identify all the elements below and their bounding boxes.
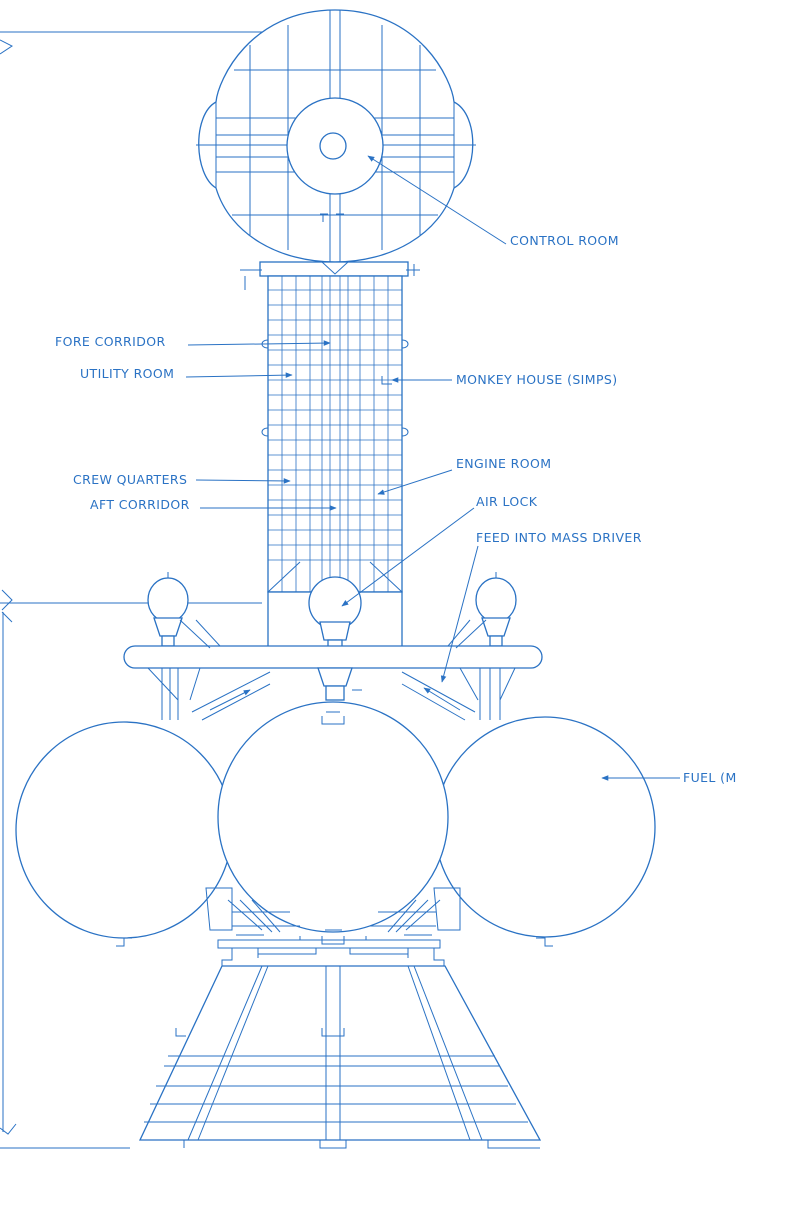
fuel-tanks bbox=[15, 701, 656, 947]
lower-truss bbox=[205, 887, 461, 936]
label-engine-room: ENGINE ROOM bbox=[456, 456, 551, 471]
label-aft-corridor: AFT CORRIDOR bbox=[90, 497, 190, 512]
label-air-lock: AIR LOCK bbox=[476, 494, 538, 509]
trusses bbox=[147, 619, 516, 721]
label-fuel: FUEL (M bbox=[683, 770, 737, 785]
leader-lines bbox=[185, 155, 680, 781]
label-feed-into-mass-driver: FEED INTO MASS DRIVER bbox=[476, 530, 642, 545]
label-control-room: CONTROL ROOM bbox=[510, 233, 619, 248]
label-utility-room: UTILITY ROOM bbox=[80, 366, 174, 381]
labels: CONTROL ROOM FORE CORRIDOR UTILITY ROOM … bbox=[55, 233, 737, 785]
main-beam bbox=[123, 645, 543, 669]
label-monkey-house: MONKEY HOUSE (SIMPS) bbox=[456, 372, 618, 387]
dimension-lines bbox=[0, 31, 268, 1149]
label-crew-quarters: CREW QUARTERS bbox=[73, 472, 187, 487]
control-module bbox=[196, 9, 476, 263]
side-spheres bbox=[147, 572, 517, 647]
airlock-section bbox=[267, 561, 403, 649]
engine-base bbox=[138, 936, 542, 1149]
label-fore-corridor: FORE CORRIDOR bbox=[55, 334, 166, 349]
corridor-tower bbox=[261, 275, 409, 593]
